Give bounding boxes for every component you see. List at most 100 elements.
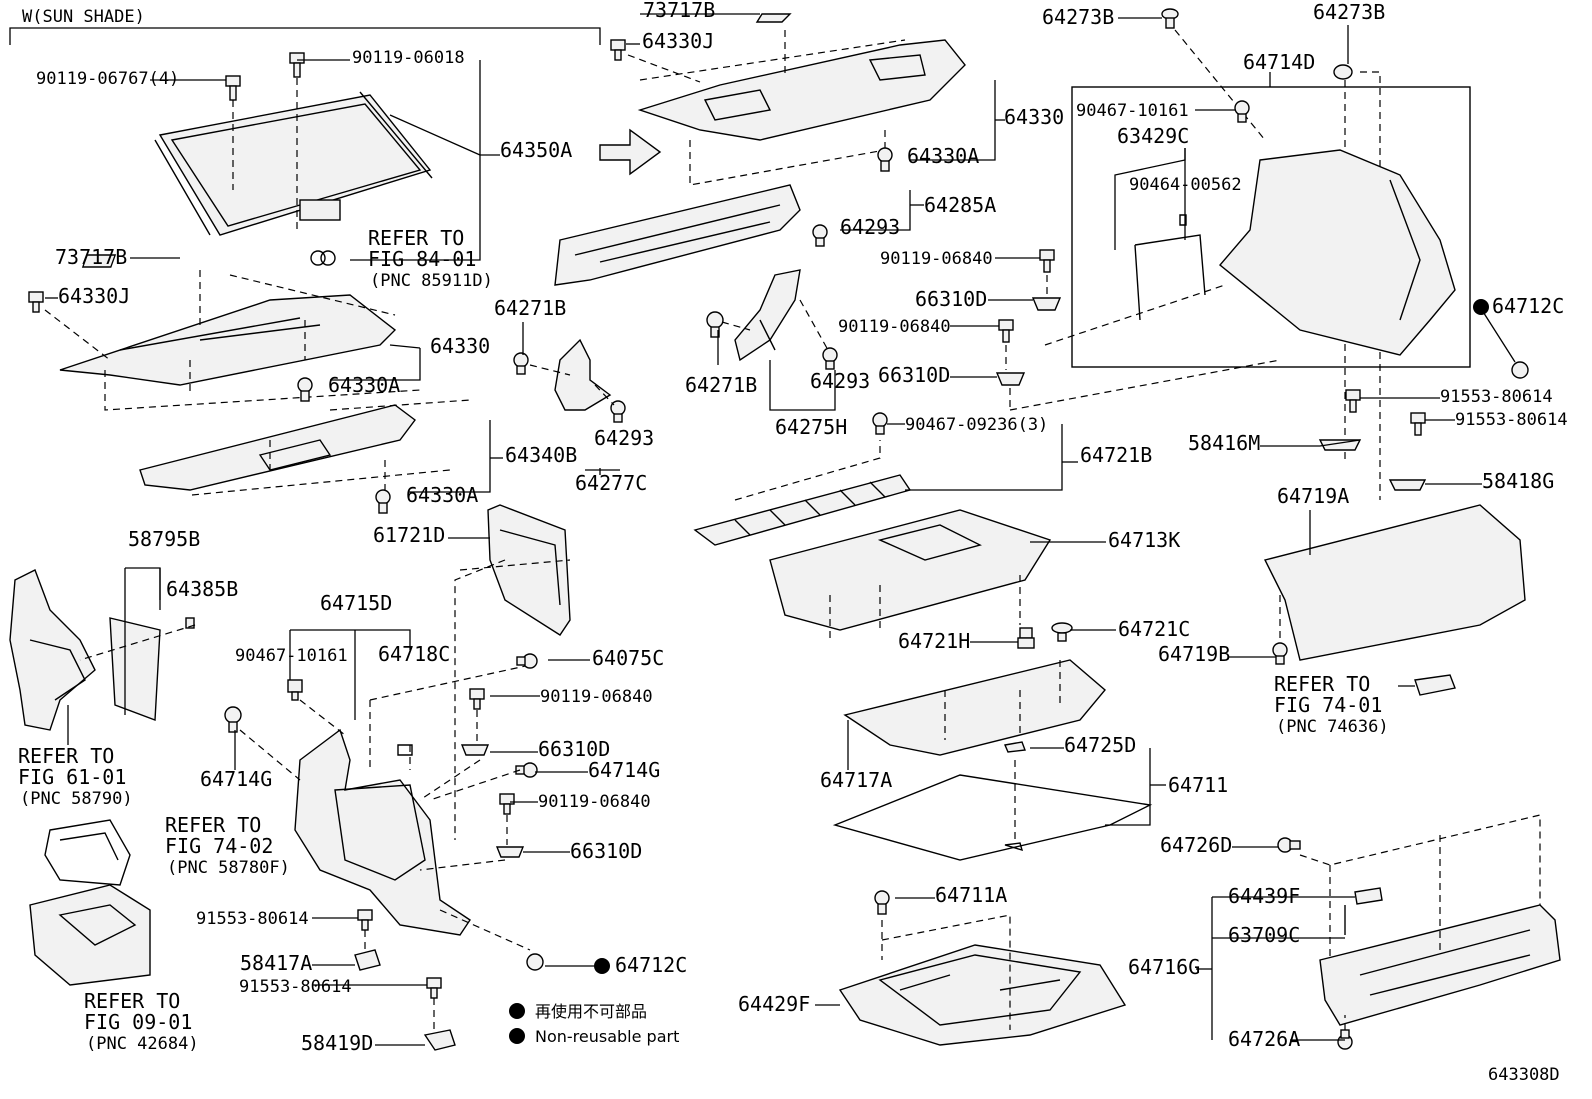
part-number-label: 91553-80614 <box>1455 410 1568 430</box>
part-number-label: 64273B <box>1313 0 1385 24</box>
hook-bracket-drawing <box>1134 234 1206 321</box>
part-number-label: 64711A <box>935 883 1007 907</box>
part-number-label: 64714G <box>588 758 660 782</box>
part-number-label: 91553-80614 <box>1440 387 1553 407</box>
part-number-label: 64273B <box>1042 5 1114 29</box>
part-number-label: 64293 <box>810 369 870 393</box>
refer-to-note: REFER TO <box>18 744 114 768</box>
screw-icon <box>1161 8 1179 29</box>
part-number-label: 64350A <box>500 138 572 162</box>
clip-icon <box>1017 627 1035 649</box>
part-number-label: 90467-10161 <box>1076 101 1189 121</box>
luggage-board-drawing <box>843 659 1106 756</box>
part-number-label: 90119-06840 <box>838 317 951 337</box>
leader-line <box>408 420 491 493</box>
nut-icon <box>995 372 1026 386</box>
part-number-label: 64330 <box>430 334 490 358</box>
part-number-label: 73717B <box>643 0 715 22</box>
part-number-label: 64714G <box>200 767 272 791</box>
part-number-label: 64330 <box>1004 105 1064 129</box>
part-number-label: 66310D <box>538 737 610 761</box>
part-number-label: 64717A <box>820 768 892 792</box>
tray-drawing <box>29 819 151 986</box>
part-number-label: 66310D <box>915 287 987 311</box>
part-number-label: 64330J <box>642 29 714 53</box>
part-number-label: 64271B <box>494 296 566 320</box>
screw-icon <box>426 977 442 999</box>
screw-icon <box>499 793 515 815</box>
pillar-trim-drawing <box>734 269 801 362</box>
clip-icon <box>1511 361 1529 379</box>
deck-board-center-drawing <box>637 39 966 141</box>
direction-arrow-icon <box>599 128 662 176</box>
refer-to-note: REFER TO <box>1274 672 1370 696</box>
clip-icon <box>755 13 792 23</box>
part-number-label: 64293 <box>594 426 654 450</box>
clip-icon <box>1272 642 1288 665</box>
part-number-label: 64714D <box>1243 50 1315 74</box>
clip-icon <box>1004 741 1026 753</box>
screw-icon <box>289 52 305 78</box>
part-number-label: 64721B <box>1080 443 1152 467</box>
clip-icon <box>297 377 313 402</box>
clip-icon <box>526 953 544 971</box>
leader-line <box>350 60 481 261</box>
refer-to-note: REFER TO <box>368 226 464 250</box>
quarter-panel-drawing <box>487 504 571 636</box>
leader-line <box>389 344 421 349</box>
leader-line <box>1260 439 1361 447</box>
part-number-label: 64726A <box>1228 1027 1300 1051</box>
deck-board-right-drawing <box>1263 504 1526 661</box>
seat-bracket-drawing <box>9 569 96 731</box>
clip-icon <box>1354 887 1383 905</box>
refer-to-note: FIG 09-01 <box>84 1010 192 1034</box>
part-number-label: 63709C <box>1228 923 1300 947</box>
clip-icon <box>1234 100 1250 123</box>
bracket-icon <box>423 1029 456 1051</box>
screw-icon <box>1410 412 1426 436</box>
part-number-label: 64285A <box>924 193 996 217</box>
leader-line <box>905 424 1063 491</box>
refer-to-note: (PNC 85911D) <box>370 271 493 291</box>
clip-icon <box>812 224 828 247</box>
leader-line <box>389 114 481 156</box>
clip-icon <box>1004 842 1024 852</box>
floor-strip-drawing <box>693 474 912 546</box>
handle-icon <box>1414 674 1456 696</box>
part-number-label: 73717B <box>55 245 127 269</box>
part-number-label: 64075C <box>592 646 664 670</box>
part-number-label: 58795B <box>128 527 200 551</box>
leader-line <box>1105 748 1151 826</box>
part-number-label: 64712C <box>615 953 687 977</box>
refer-to-note: REFER TO <box>84 989 180 1013</box>
clip-icon <box>822 347 838 370</box>
clip-icon <box>224 706 242 733</box>
refer-to-note: FIG 74-02 <box>165 834 273 858</box>
leader-line <box>1114 148 1186 250</box>
leader-line <box>290 629 411 650</box>
sun-shade-assembly-drawing <box>154 91 433 266</box>
non-reusable-dot-icon <box>509 1003 525 1019</box>
screw-icon <box>28 291 44 313</box>
leader-line <box>1479 306 1516 363</box>
leader-line <box>769 360 836 411</box>
side-bracket-drawing <box>554 338 612 411</box>
part-number-label: 90467-10161 <box>235 646 348 666</box>
refer-to-note: (PNC 58780F) <box>167 858 290 878</box>
deck-board-left-drawing <box>59 294 397 386</box>
part-number-label: 64726D <box>1160 833 1232 857</box>
luggage-tray-drawing <box>838 944 1127 1046</box>
legend-english: Non-reusable part <box>535 1027 679 1046</box>
part-number-label: 61721D <box>373 523 445 547</box>
part-number-label: 64330A <box>406 483 478 507</box>
legend-japanese: 再使用不可部品 <box>535 1002 647 1021</box>
part-number-label: 64340B <box>505 443 577 467</box>
part-number-label: 66310D <box>878 363 950 387</box>
part-number-label: 64721H <box>898 629 970 653</box>
bracket-icon <box>1318 439 1362 451</box>
clip-icon <box>1333 64 1353 80</box>
scuff-plate-drawing <box>1319 904 1561 1026</box>
part-number-label: 64716G <box>1128 955 1200 979</box>
clip-icon <box>513 352 529 375</box>
part-number-label: 64715D <box>320 591 392 615</box>
